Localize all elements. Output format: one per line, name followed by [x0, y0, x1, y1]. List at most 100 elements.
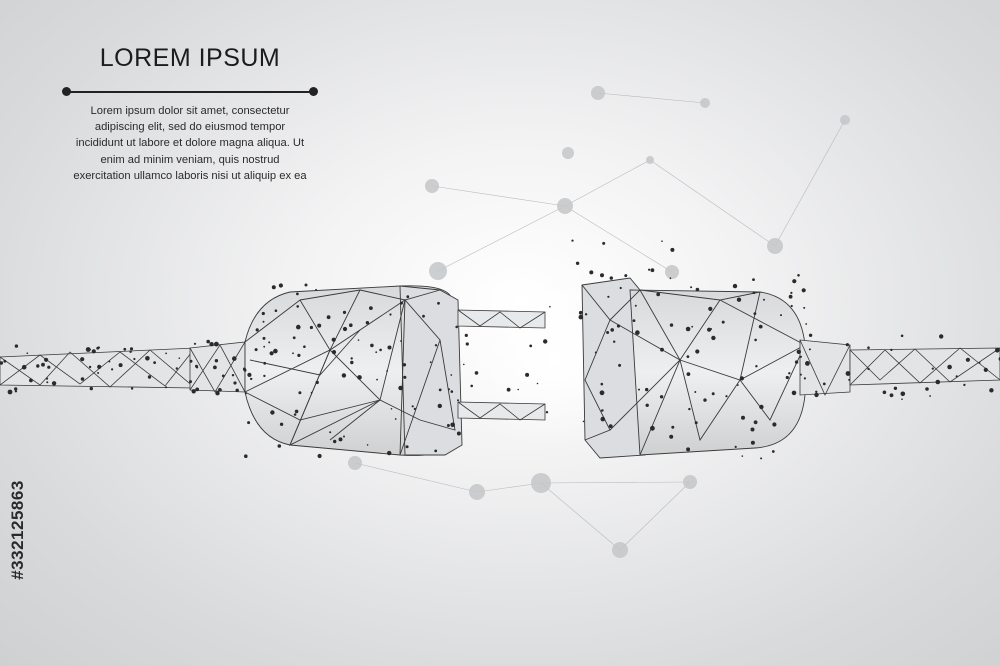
wire-node-dot — [690, 286, 693, 289]
wire-node-dot — [250, 377, 253, 381]
wire-node-dot — [931, 367, 934, 370]
wire-node-dot — [545, 411, 549, 414]
wire-node-dot — [529, 344, 533, 348]
wire-node-dot — [297, 353, 301, 357]
wire-node-dot — [231, 374, 235, 377]
wire-node-dot — [400, 301, 403, 305]
wire-node-dot — [193, 342, 197, 345]
wire-node-dot — [296, 292, 299, 296]
wire-node-dot — [752, 291, 756, 295]
network-link — [431, 185, 566, 207]
wire-node-dot — [51, 381, 57, 386]
socket-body — [581, 277, 806, 459]
wire-node-dot — [750, 427, 755, 432]
wire-node-dot — [638, 388, 640, 391]
body-line: adipiscing elit, sed do eiusmod tempor — [94, 121, 286, 134]
wire-node-dot — [619, 286, 622, 290]
wire-node-dot — [737, 384, 739, 386]
wire-node-dot — [799, 355, 803, 358]
wire-node-dot — [607, 295, 610, 298]
wire-node-dot — [648, 268, 651, 271]
node-dots — [0, 239, 1000, 460]
wire-node-dot — [803, 306, 806, 309]
wire-node-dot — [405, 445, 409, 449]
wire-node-dot — [741, 455, 744, 457]
wire-node-dot — [670, 247, 675, 252]
network-node — [562, 147, 574, 159]
wire-node-dot — [695, 287, 700, 292]
wire-node-dot — [389, 313, 392, 316]
wire-node-dot — [584, 313, 588, 316]
wire-node-dot — [434, 449, 438, 453]
wire-node-dot — [589, 270, 594, 275]
wire-node-dot — [195, 364, 198, 368]
wire-node-dot — [645, 403, 649, 407]
wire-node-dot — [686, 447, 691, 452]
wire-node-dot — [609, 276, 613, 280]
wire-node-dot — [659, 395, 664, 399]
wire-node-dot — [270, 410, 275, 415]
headline-title: LOREM IPSUM — [99, 44, 281, 72]
wire-node-dot — [111, 368, 114, 371]
wire-node-dot — [882, 390, 887, 395]
wire-node-dot — [750, 440, 755, 445]
body-line: incididunt ut labore et dolore magna ali… — [75, 137, 305, 150]
wire-node-dot — [317, 323, 322, 328]
wire-node-dot — [271, 285, 276, 290]
wire-node-dot — [247, 372, 252, 377]
wire-node-dot — [450, 390, 454, 393]
wire-node-dot — [129, 350, 132, 353]
wire-node-dot — [594, 351, 597, 354]
network-node — [557, 198, 573, 214]
wire-node-dot — [710, 328, 712, 330]
wire-node-dot — [41, 362, 45, 367]
wire-node-dot — [209, 342, 214, 347]
wire-node-dot — [402, 363, 407, 367]
wire-node-dot — [799, 373, 802, 376]
wire-node-dot — [269, 351, 274, 356]
wire-node-dot — [293, 413, 297, 416]
wire-node-dot — [808, 348, 811, 351]
wire-node-dot — [294, 409, 299, 414]
wire-node-dot — [370, 343, 374, 348]
wire-node-dot — [350, 360, 354, 365]
wire-node-dot — [232, 356, 237, 361]
network-node — [612, 542, 628, 558]
wire-node-dot — [599, 390, 605, 396]
wire-node-dot — [465, 342, 469, 346]
wire-node-dot — [734, 445, 737, 448]
wire-node-dot — [221, 374, 225, 378]
wire-node-dot — [753, 420, 758, 425]
wire-node-dot — [387, 450, 392, 456]
wire-node-dot — [279, 422, 284, 426]
wire-node-dot — [298, 391, 302, 395]
wire-node-dot — [792, 279, 797, 284]
network-node — [348, 456, 362, 470]
wire-node-dot — [296, 305, 300, 308]
wire-node-dot — [739, 376, 745, 381]
wire-node-dot — [695, 349, 700, 354]
wire-node-dot — [801, 288, 806, 293]
wire-node-dot — [274, 309, 278, 313]
wire-node-dot — [88, 365, 92, 369]
wire-node-dot — [525, 372, 530, 377]
wire-node-dot — [758, 324, 763, 329]
wire-node-dot — [463, 363, 465, 366]
wire-node-dot — [780, 314, 782, 317]
network-link — [649, 159, 776, 247]
wire-node-dot — [273, 348, 278, 354]
wire-node-dot — [342, 326, 348, 332]
wire-node-dot — [790, 291, 793, 294]
headline-block: LOREM IPSUM Lorem ipsum dolor sit amet, … — [62, 44, 318, 184]
wire-node-dot — [506, 387, 511, 392]
wire-node-dot — [189, 380, 192, 384]
wire-node-dot — [741, 415, 745, 420]
stock-id-text: #332125863 — [8, 480, 27, 580]
wire-node-dot — [165, 386, 168, 389]
wire-node-dot — [602, 241, 606, 245]
wire-node-dot — [517, 388, 519, 391]
wire-node-dot — [650, 425, 655, 431]
wire-node-dot — [376, 378, 378, 381]
divider-line — [68, 91, 312, 93]
wire-node-dot — [96, 346, 100, 350]
